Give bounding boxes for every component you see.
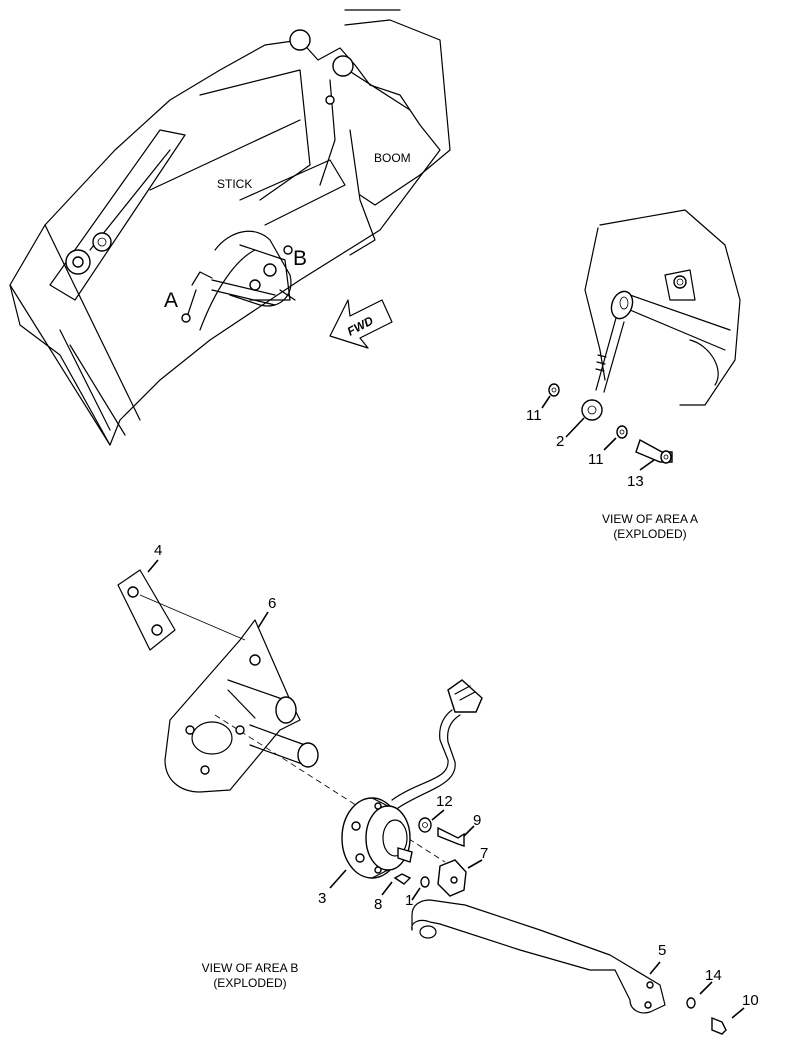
boom-label: BOOM: [374, 151, 411, 165]
view-a-illustration: [541, 209, 741, 471]
view-b-callout-6: 6: [268, 595, 276, 612]
fwd-label: FWD: [345, 313, 376, 338]
view-b-caption-line1: VIEW OF AREA B: [202, 961, 299, 975]
view-b-callout-4: 4: [154, 542, 162, 559]
view-b-illustration: [117, 559, 745, 1035]
view-a-callout-2: 2: [556, 433, 564, 450]
view-a-caption-line2: (EXPLODED): [613, 527, 686, 541]
overview-illustration: [9, 9, 451, 446]
view-b-callout-9: 9: [473, 812, 481, 829]
view-b-callout-10: 10: [742, 992, 759, 1009]
view-a-caption-line1: VIEW OF AREA A: [602, 512, 698, 526]
area-b-label: B: [293, 247, 307, 270]
view-b-callout-7: 7: [480, 845, 488, 862]
view-a-callout-11b: 11: [588, 451, 604, 468]
view-b-callout-12: 12: [436, 793, 453, 810]
view-a-callout-13: 13: [627, 473, 644, 490]
view-b-callout-5: 5: [658, 942, 666, 959]
fwd-arrow-icon: FWD: [329, 299, 393, 349]
view-b-callout-14: 14: [705, 967, 722, 984]
view-b-callout-3: 3: [318, 890, 326, 907]
view-b-caption-line2: (EXPLODED): [213, 976, 286, 990]
view-a-callout-11a: 11: [526, 407, 542, 424]
stick-label: STICK: [217, 177, 252, 191]
area-a-label: A: [164, 289, 178, 312]
view-b-callout-8: 8: [374, 896, 382, 913]
view-b-callout-1: 1: [405, 892, 413, 909]
